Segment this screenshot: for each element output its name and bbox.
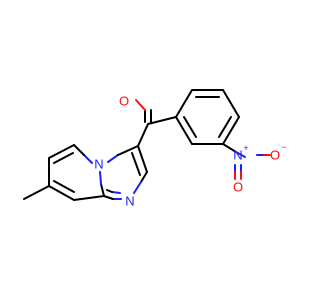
pyr-bond-c5-c6-inner <box>53 152 74 164</box>
nitro-oxygen-single-label: O <box>270 148 280 163</box>
atom-labels: O N N N + O O − <box>94 94 286 209</box>
methyl-bond <box>23 185 50 200</box>
aryl-bond-4-inner <box>218 116 232 138</box>
imid-bond-n1-c8a <box>103 195 114 200</box>
bridgehead-nitrogen-label: N <box>94 157 103 172</box>
pyr-bond-n4-c5 <box>73 144 85 156</box>
imine-nitrogen-label: N <box>125 194 134 209</box>
molecule-structure-diagram: O N N N + O O − <box>23 89 287 209</box>
carbonyl-oxygen-label: O <box>119 94 129 109</box>
pyr-bond-c7-c8 <box>48 185 75 201</box>
bond-carbonyl-c3 <box>137 123 149 147</box>
imid-bond-c2-n1 <box>140 171 148 183</box>
imid-bond-c3-c2-inner <box>131 152 141 176</box>
nitro-oxygen-charge: − <box>281 142 286 152</box>
bonds <box>23 89 271 201</box>
imid-bond-n4-c3 <box>117 145 139 156</box>
bond-carbonyl-aryl <box>147 116 177 125</box>
nitro-oxygen-double-label: O <box>233 180 243 195</box>
nitro-nitrogen-label: N <box>233 148 242 163</box>
pyr-bond-c7-c8-inner <box>53 180 75 193</box>
imid-bond-c3-c2 <box>137 145 148 173</box>
imid-bond-c8a-n4-n <box>99 171 102 185</box>
imid-bond-c8a-n4 <box>100 183 105 197</box>
pyr-bond-n4-c5-n <box>83 154 93 164</box>
nitro-nitrogen-charge: + <box>243 143 248 153</box>
aryl-bond-6 <box>175 116 193 145</box>
bond-aryl-nitro <box>222 143 237 153</box>
imid-bond-c2-n1-n <box>133 181 142 194</box>
aryl-bond-1 <box>175 89 193 118</box>
pyr-bond-c5-c6 <box>48 144 75 159</box>
imid-bond-n4-c3-n <box>107 154 119 163</box>
carbonyl-o-bond-a <box>135 99 146 111</box>
imid-bond-n1-c8a-inner-n <box>111 191 121 194</box>
imid-bond-n1-c8a-inner <box>106 189 113 193</box>
aryl-bond-3 <box>222 89 240 118</box>
aryl-bond-6-inner <box>183 116 197 138</box>
aryl-bond-4 <box>222 116 240 145</box>
pyr-bond-c8-c8a <box>73 195 105 201</box>
bond-aryl-nitro-n <box>235 151 246 158</box>
